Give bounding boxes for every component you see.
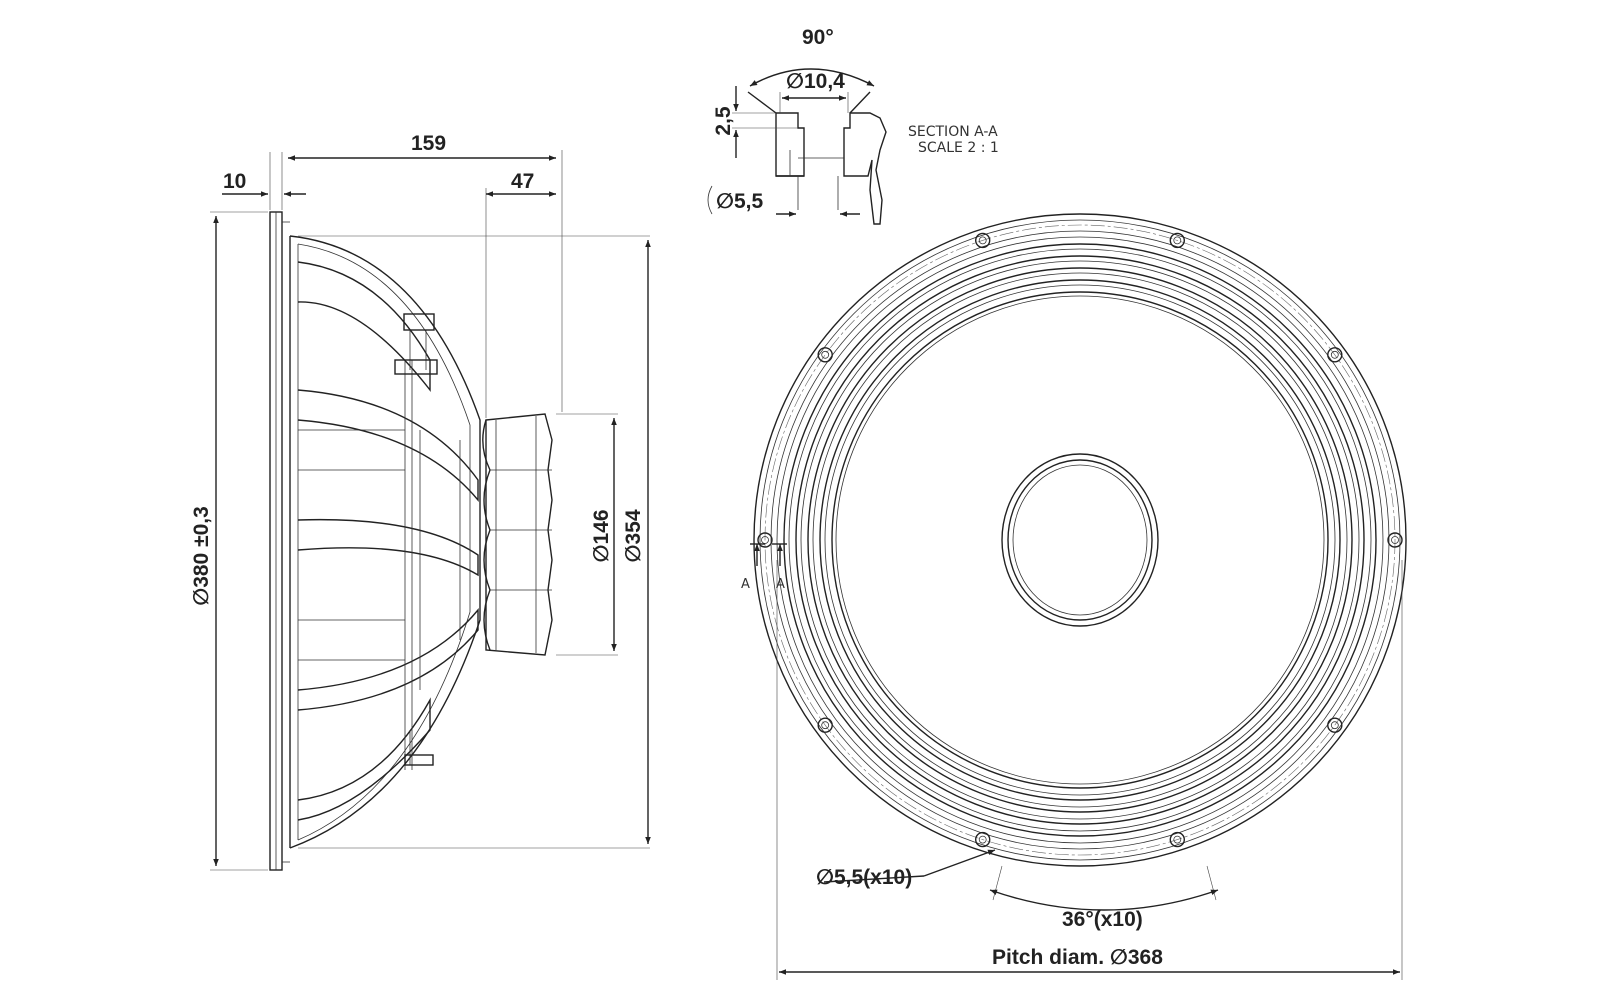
dim-basket-diameter-label: ∅354 [622, 509, 645, 562]
dim-flange-label: 10 [223, 170, 246, 193]
mounting-hole [1169, 232, 1186, 249]
side-view: 10 159 47 ∅380 ±0,3 ∅146 ∅354 [190, 132, 651, 871]
basket-spoke [297, 261, 431, 393]
mounting-hole [817, 717, 833, 733]
section-detail: 90° ∅10,4 2,5 ∅5,5 SECTION A-A SCALE 2 :… [707, 26, 999, 225]
pitch-circle [764, 224, 1396, 856]
mounting-hole-bore [1173, 835, 1182, 844]
front-view: A A ∅5,5(x10) 36°(x10) Pitch diam. ∅368 [741, 213, 1407, 980]
mounting-hole-bore [1330, 721, 1339, 730]
mounting-hole-bore [1173, 236, 1182, 245]
basket-spoke [297, 697, 431, 821]
pitch-diameter-label: Pitch diam. ∅368 [992, 946, 1163, 969]
mounting-hole-bore [978, 236, 987, 245]
mounting-hole [975, 831, 991, 848]
dust-cap-inner [1012, 464, 1148, 616]
frame-outer-ring [753, 213, 1407, 867]
mounting-hole [757, 532, 773, 548]
section-marker: A A [741, 543, 787, 592]
surround-ring [783, 243, 1377, 837]
section-hatch-right [843, 112, 887, 225]
magnet-assembly [482, 413, 553, 656]
mounting-hole [1169, 831, 1186, 848]
mounting-hole [1327, 347, 1343, 363]
section-title: SECTION A-A [908, 124, 998, 140]
dim-depth-label: 159 [411, 132, 446, 155]
basket-spoke [297, 389, 479, 502]
basket-spoke [297, 518, 479, 577]
section-marker-left: A [741, 577, 750, 592]
section-marker-right: A [776, 577, 785, 592]
basket-outline [289, 235, 481, 849]
dim-magnet-diameter-label: ∅146 [590, 509, 613, 562]
section-depth-label: 2,5 [712, 106, 735, 136]
section-diam-hole-label: ∅5,5 [716, 190, 763, 213]
hole-callout: ∅5,5(x10) [816, 866, 912, 889]
mounting-hole-bore [978, 835, 987, 844]
cone-edge [831, 291, 1329, 789]
angle-callout: 36°(x10) [1062, 908, 1143, 931]
dust-cap-outer [1001, 453, 1159, 627]
terminal-bottom [404, 730, 434, 766]
mounting-hole [1327, 717, 1343, 733]
mounting-hole [975, 232, 991, 249]
dim-outer-diameter-label: ∅380 ±0,3 [190, 506, 213, 606]
section-scale: SCALE 2 : 1 [918, 140, 999, 156]
basket-spoke [297, 608, 479, 711]
mounting-hole-bore [821, 721, 830, 730]
mounting-holes [757, 232, 1403, 848]
section-angle-label: 90° [802, 26, 834, 49]
mounting-hole [817, 347, 833, 363]
mounting-hole-bore [1330, 350, 1339, 359]
terminal-top [394, 313, 438, 375]
mounting-hole-bore [821, 350, 830, 359]
dim-magnet-depth-label: 47 [511, 170, 534, 193]
section-diam-top-label: ∅10,4 [786, 70, 845, 93]
mounting-hole [1387, 532, 1403, 548]
mounting-hole-bore [1391, 536, 1399, 544]
